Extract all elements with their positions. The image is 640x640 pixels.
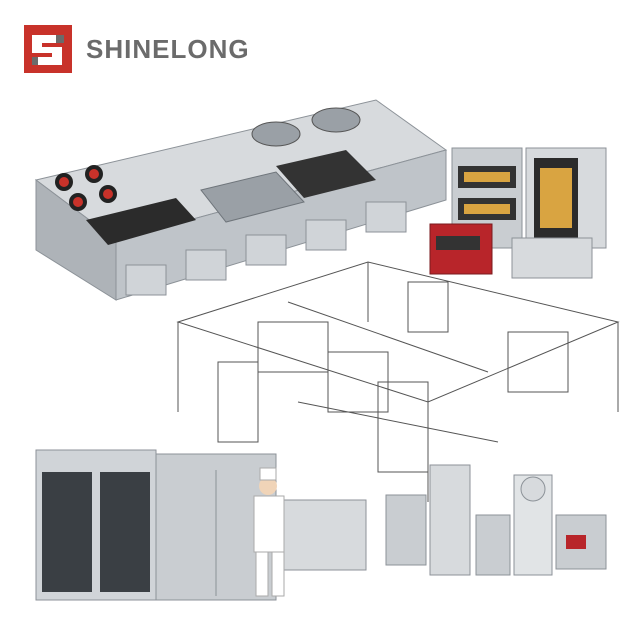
ovens-illustration: [429, 147, 607, 279]
brand-name: SHINELONG: [86, 33, 250, 64]
shinelong-logo-icon: [24, 25, 72, 73]
kitchen-layout-drawing: [176, 261, 620, 502]
brand-header: SHINELONG: [24, 24, 250, 74]
food-machines-illustration: [385, 464, 607, 576]
cooking-range-illustration: [34, 99, 448, 301]
refrigeration-illustration: [35, 449, 367, 601]
